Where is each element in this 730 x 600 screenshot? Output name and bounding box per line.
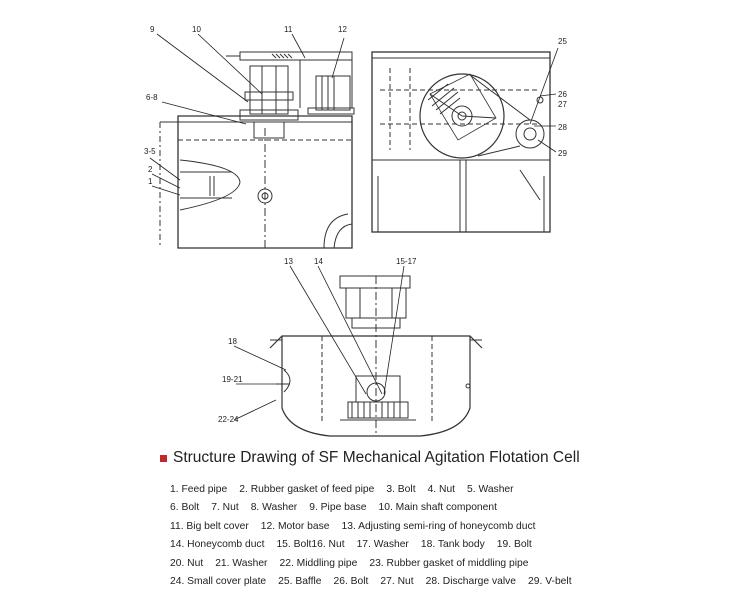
callout-labels: 9 10 11 12 6-8 3-5 2 1 25 26 27 28 29 13… xyxy=(144,25,567,424)
legend-row: 1. Feed pipe 2. Rubber gasket of feed pip… xyxy=(170,481,584,499)
legend-item: 11. Big belt cover xyxy=(170,520,249,532)
legend-row: 6. Bolt 7. Nut 8. Washer 9. Pipe base 10. Ma… xyxy=(170,499,584,517)
callout-3-5: 3-5 xyxy=(144,147,156,156)
figure-caption: Structure Drawing of SF Mechanical Agita… xyxy=(160,449,580,467)
callout-13: 13 xyxy=(284,257,293,266)
callout-18: 18 xyxy=(228,337,237,346)
section-view xyxy=(269,275,483,437)
callout-12: 12 xyxy=(338,25,347,34)
caption-bullet-icon xyxy=(160,454,167,462)
legend-item: 22. Middling pipe xyxy=(279,557,358,569)
legend-item: 9. Pipe base xyxy=(309,502,367,514)
structure-drawing: 9 10 11 12 6-8 3-5 2 1 25 26 27 28 29 13… xyxy=(144,25,567,437)
callout-6-8: 6-8 xyxy=(146,93,158,102)
callout-1: 1 xyxy=(148,177,153,186)
legend-item: 10. Main shaft component xyxy=(378,502,497,514)
callout-15-17: 15-17 xyxy=(396,257,417,266)
legend-item: 20. Nut xyxy=(170,557,204,569)
legend-item: 17. Washer xyxy=(356,539,409,551)
callout-29: 29 xyxy=(558,149,567,158)
legend-item: 4. Nut xyxy=(427,484,456,495)
callout-9: 9 xyxy=(150,25,155,34)
legend-item: 29. V-belt xyxy=(528,576,572,588)
callout-27: 27 xyxy=(558,100,567,109)
legend-item: 28. Discharge valve xyxy=(425,576,517,588)
legend-item: 24. Small cover plate xyxy=(170,576,267,588)
leader-lines xyxy=(149,33,559,421)
side-view xyxy=(371,51,551,233)
legend-item: 27. Nut xyxy=(380,576,414,588)
legend-item: 14. Honeycomb duct xyxy=(170,539,265,551)
legend-item: 6. Bolt xyxy=(170,502,200,514)
front-view xyxy=(159,51,355,249)
legend-row: 24. Small cover plate 25. Baffle 26. Bolt 2… xyxy=(170,573,584,591)
legend-item: 1. Feed pipe xyxy=(170,484,228,495)
legend-item: 19. Bolt xyxy=(496,539,532,551)
legend-item: 2. Rubber gasket of feed pipe xyxy=(239,484,375,495)
legend-row: 20. Nut 21. Washer 22. Middling pipe 23. Ru… xyxy=(170,555,584,573)
legend-item: 3. Bolt xyxy=(386,484,416,495)
callout-2: 2 xyxy=(148,165,153,174)
callout-25: 25 xyxy=(558,37,567,46)
caption-title: Structure Drawing of SF Mechanical Agita… xyxy=(173,449,580,466)
legend-item: 26. Bolt xyxy=(333,576,369,588)
legend-item: 25. Baffle xyxy=(278,576,322,588)
legend-item: 18. Tank body xyxy=(420,539,485,551)
callout-26: 26 xyxy=(558,90,567,99)
legend-row: 14. Honeycomb duct 15. Bolt16. Nut 17. Was… xyxy=(170,536,584,554)
legend-item: 15. Bolt16. Nut xyxy=(276,539,345,551)
legend-row: 11. Big belt cover 12. Motor base 13. Adju… xyxy=(170,518,584,536)
callout-10: 10 xyxy=(192,25,201,34)
legend-item: 21. Washer xyxy=(215,557,268,569)
legend-item: 5. Washer xyxy=(467,484,514,495)
callout-22-24: 22-24 xyxy=(218,415,239,424)
legend-item: 8. Washer xyxy=(250,502,298,514)
callout-28: 28 xyxy=(558,123,567,132)
callout-11: 11 xyxy=(284,25,293,34)
legend-item: 12. Motor base xyxy=(260,520,330,532)
callout-14: 14 xyxy=(314,257,323,266)
callout-19-21: 19-21 xyxy=(222,375,243,384)
legend-item: 7. Nut xyxy=(211,502,239,514)
legend-item: 13. Adjusting semi-ring of honeycomb duc… xyxy=(341,520,536,532)
legend-item: 23. Rubber gasket of middling pipe xyxy=(369,557,529,569)
parts-legend: 1. Feed pipe 2. Rubber gasket of feed pip… xyxy=(170,481,584,591)
